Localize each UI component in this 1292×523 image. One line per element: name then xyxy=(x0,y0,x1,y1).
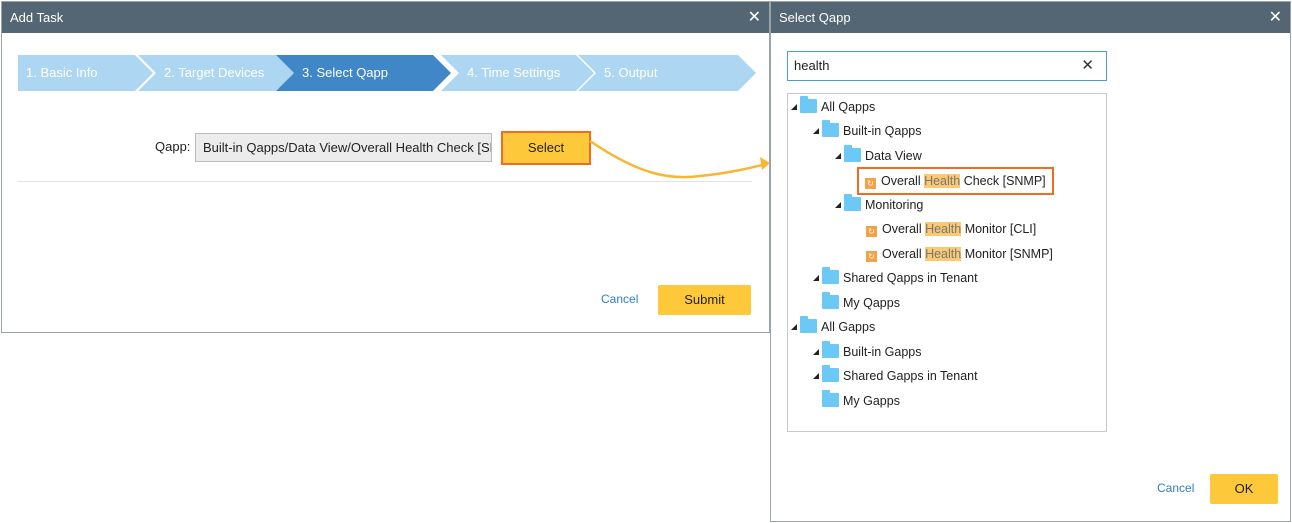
label-part: Overall xyxy=(881,174,925,188)
folder-icon xyxy=(822,341,839,358)
label-part: Monitor [CLI] xyxy=(961,222,1037,236)
node-label: Built-in Gapps xyxy=(843,345,922,359)
node-label: All Gapps xyxy=(821,320,876,334)
divider xyxy=(18,181,752,182)
folder-icon xyxy=(822,292,839,309)
tree-node-overall-health-monitor-snmp[interactable]: ↻ Overall Health Monitor [SNMP] xyxy=(866,243,1053,265)
add-task-dialog: Add Task ✕ 1. Basic Info 2. Target Devic… xyxy=(1,1,770,333)
folder-icon xyxy=(822,120,839,137)
step-target-devices[interactable]: 2. Target Devices xyxy=(138,55,294,91)
step-select-qapp[interactable]: 3. Select Qapp xyxy=(276,55,451,91)
expand-icon[interactable] xyxy=(791,104,797,110)
qapp-input[interactable]: Built-in Qapps/Data View/Overall Health … xyxy=(195,133,492,162)
node-label: Monitoring xyxy=(865,198,924,212)
close-icon[interactable]: ✕ xyxy=(747,9,761,26)
qapp-label: Qapp: xyxy=(155,139,191,154)
qapp-icon: ↻ xyxy=(865,178,876,189)
step-time-settings[interactable]: 4. Time Settings xyxy=(441,55,594,91)
tree-node-shared-qapps[interactable]: Shared Qapps in Tenant xyxy=(813,267,978,289)
node-label: My Qapps xyxy=(843,296,900,310)
tree-node-overall-health-check-snmp[interactable]: ↻ Overall Health Check [SNMP] xyxy=(857,167,1054,195)
submit-button[interactable]: Submit xyxy=(658,285,751,315)
tree-node-shared-gapps[interactable]: Shared Gapps in Tenant xyxy=(813,365,978,387)
node-label: Shared Qapps in Tenant xyxy=(843,271,978,285)
arrow-line xyxy=(589,139,767,179)
tree-node-data-view[interactable]: Data View xyxy=(835,145,922,167)
folder-icon xyxy=(822,390,839,407)
folder-icon xyxy=(800,316,817,333)
search-input[interactable]: health ✕ xyxy=(787,51,1107,81)
tree-node-my-qapps[interactable]: My Qapps xyxy=(813,292,900,314)
wizard-steps: 1. Basic Info 2. Target Devices 3. Selec… xyxy=(18,55,758,91)
arrow-head xyxy=(760,157,770,170)
cancel-button[interactable]: Cancel xyxy=(1157,481,1195,495)
tree-node-all-qapps[interactable]: All Qapps xyxy=(791,96,875,118)
folder-icon xyxy=(800,96,817,113)
expand-icon[interactable] xyxy=(791,324,797,330)
label-part: Monitor [SNMP] xyxy=(961,247,1053,261)
step-output[interactable]: 5. Output xyxy=(578,55,756,91)
clear-icon[interactable]: ✕ xyxy=(1081,57,1094,74)
ok-button[interactable]: OK xyxy=(1210,474,1278,504)
search-highlight: Health xyxy=(924,174,961,188)
expand-icon[interactable] xyxy=(835,202,841,208)
search-highlight: Health xyxy=(925,222,962,236)
close-icon[interactable]: ✕ xyxy=(1268,9,1282,26)
node-label: Built-in Qapps xyxy=(843,124,922,138)
expand-icon[interactable] xyxy=(813,275,819,281)
qapp-icon: ↻ xyxy=(866,251,877,262)
tree-node-my-gapps[interactable]: My Gapps xyxy=(813,390,900,412)
qapp-icon: ↻ xyxy=(866,226,877,237)
node-label: Data View xyxy=(865,149,922,163)
expand-icon[interactable] xyxy=(813,349,819,355)
dialog-header: Add Task ✕ xyxy=(2,2,769,33)
tree-node-overall-health-monitor-cli[interactable]: ↻ Overall Health Monitor [CLI] xyxy=(866,218,1036,240)
qapp-tree: All Qapps Built-in Qapps Data View ↻ Over… xyxy=(787,93,1107,432)
tree-node-builtin-qapps[interactable]: Built-in Qapps xyxy=(813,120,922,142)
search-highlight: Health xyxy=(925,247,962,261)
expand-icon[interactable] xyxy=(813,373,819,379)
folder-icon xyxy=(822,365,839,382)
folder-icon xyxy=(844,145,861,162)
tree-node-monitoring[interactable]: Monitoring xyxy=(835,194,923,216)
label-part: Overall xyxy=(882,222,926,236)
node-label: My Gapps xyxy=(843,394,900,408)
dialog-title: Select Qapp xyxy=(779,10,851,25)
expand-icon[interactable] xyxy=(835,153,841,159)
cancel-button[interactable]: Cancel xyxy=(601,292,639,306)
folder-icon xyxy=(822,267,839,284)
expand-icon[interactable] xyxy=(813,128,819,134)
tree-node-builtin-gapps[interactable]: Built-in Gapps xyxy=(813,341,922,363)
dialog-header: Select Qapp ✕ xyxy=(771,2,1290,33)
dialog-title: Add Task xyxy=(10,10,64,25)
label-part: Overall xyxy=(882,247,926,261)
folder-icon xyxy=(844,194,861,211)
select-qapp-dialog: Select Qapp ✕ health ✕ All Qapps Built-i… xyxy=(770,1,1291,522)
node-label: Shared Gapps in Tenant xyxy=(843,369,978,383)
node-label: All Qapps xyxy=(821,100,876,114)
search-value: health xyxy=(794,58,830,73)
step-basic-info[interactable]: 1. Basic Info xyxy=(18,55,153,91)
tree-node-all-gapps[interactable]: All Gapps xyxy=(791,316,875,338)
label-part: Check [SNMP] xyxy=(960,174,1046,188)
select-button[interactable]: Select xyxy=(501,131,591,165)
